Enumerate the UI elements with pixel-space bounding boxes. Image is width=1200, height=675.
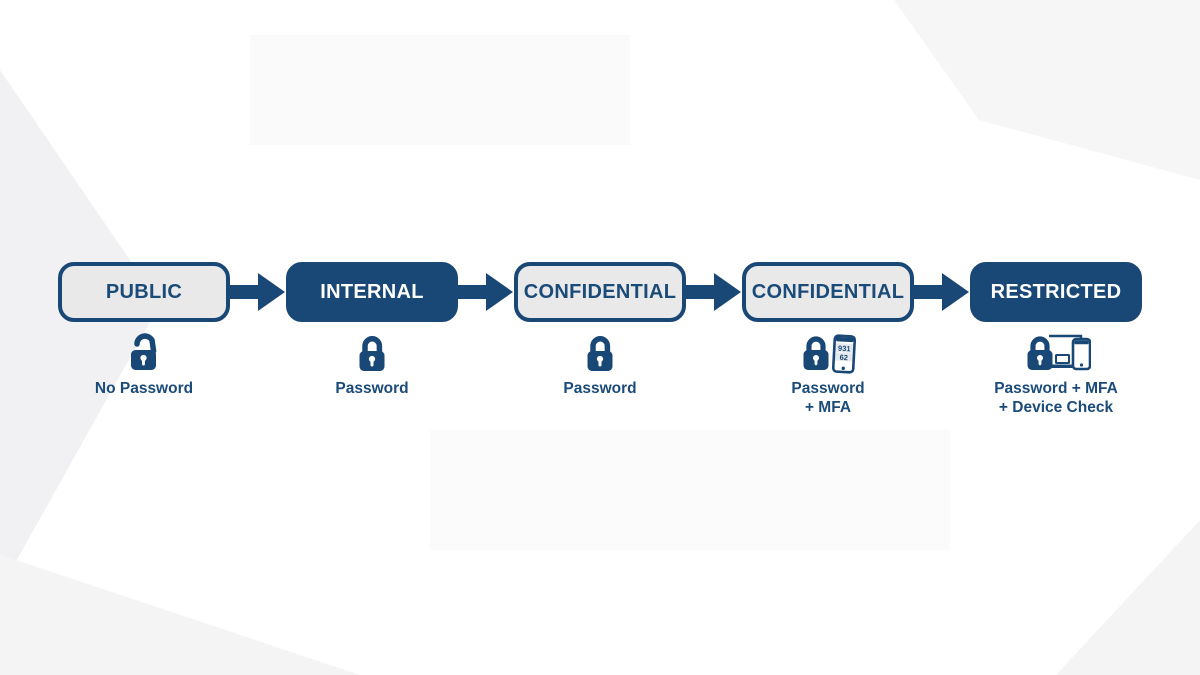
svg-text:931: 931 [838,344,851,354]
auth-caption: No Password [94,380,194,397]
right-block-arrow-icon [230,262,286,314]
lock-phone-icon: 931 62 [797,332,859,376]
background-shape [250,35,630,145]
classification-flow-diagram: PUBLIC No Password INTERNAL [58,262,1142,417]
auth-caption: Password [335,380,409,397]
level-label: RESTRICTED [990,280,1122,303]
level-box-public: PUBLIC [58,262,230,322]
background-shape [1056,520,1200,675]
lock-icon [352,332,392,376]
step-internal: INTERNAL Password [286,262,458,398]
auth-caption: Password + MFA [791,380,865,416]
level-box-confidential-1: CONFIDENTIAL [514,262,686,322]
level-label: CONFIDENTIAL [523,280,677,303]
step-restricted: RESTRICTED Password + MFA + Device Check [970,262,1142,417]
auth-caption: Password + MFA + Device Check [994,380,1118,416]
level-box-restricted: RESTRICTED [970,262,1142,322]
unlock-icon [121,332,167,376]
right-block-arrow-icon [914,262,970,314]
level-box-confidential-2: CONFIDENTIAL [742,262,914,322]
level-label: INTERNAL [320,280,424,303]
step-public: PUBLIC No Password [58,262,230,398]
step-confidential-2: CONFIDENTIAL 931 62 Password [742,262,914,417]
right-block-arrow-icon [458,262,514,314]
right-block-arrow-icon [686,262,742,314]
background-shape [894,0,1200,180]
level-label: PUBLIC [105,280,183,303]
background-shape [430,430,950,550]
background-shape [0,554,360,675]
svg-text:62: 62 [839,353,848,362]
lock-devices-icon [1021,332,1091,376]
level-label: CONFIDENTIAL [751,280,905,303]
auth-caption: Password [563,380,637,397]
lock-icon [580,332,620,376]
level-box-internal: INTERNAL [286,262,458,322]
step-confidential-1: CONFIDENTIAL Password [514,262,686,398]
